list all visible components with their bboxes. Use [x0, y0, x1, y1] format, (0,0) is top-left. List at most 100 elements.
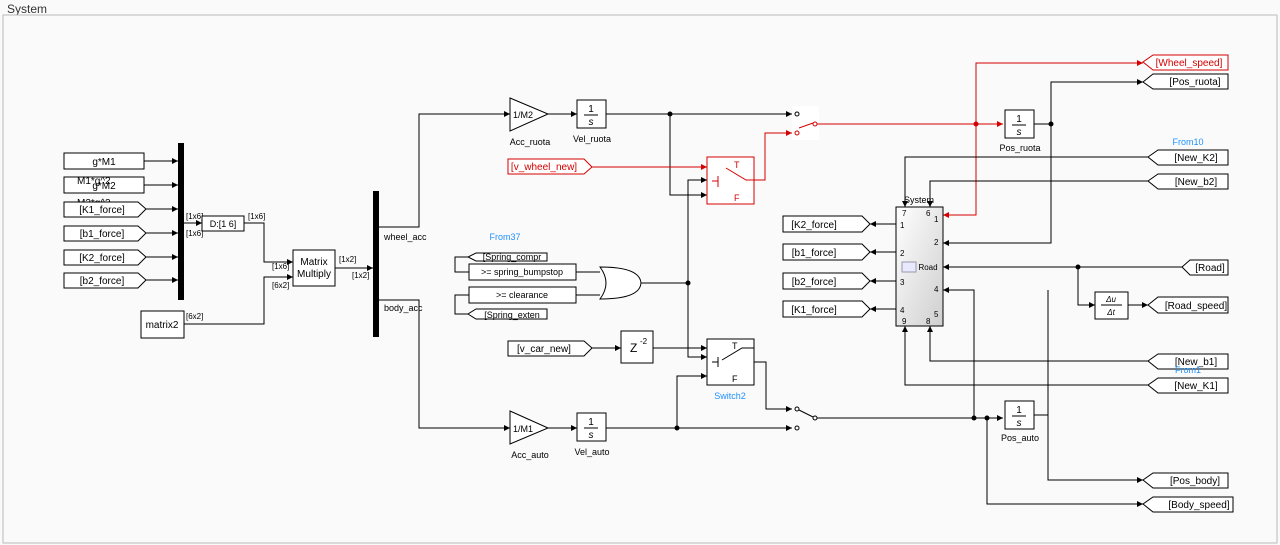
input-k1-force[interactable]: [K1_force] [63, 201, 147, 218]
svg-text:s: s [1017, 418, 1022, 429]
goto-wheel-speed[interactable]: [Wheel_speed] [1142, 54, 1229, 71]
acc-auto-label: Acc_auto [511, 450, 549, 460]
wire-switch2-out [754, 361, 792, 412]
pos-auto-integrator[interactable]: 1 s [1004, 400, 1035, 430]
window-title: System [7, 2, 48, 16]
svg-text:Δt: Δt [1106, 308, 1115, 317]
derivative-block[interactable]: Δu Δt [1094, 291, 1129, 320]
svg-text:[K2_force]: [K2_force] [79, 253, 125, 264]
vel-auto-label: Vel_auto [574, 447, 609, 457]
goto-b1-force[interactable]: [b1_force] [782, 243, 871, 261]
canvas-border [2, 14, 1278, 544]
svg-text:1: 1 [588, 104, 594, 115]
svg-text:1: 1 [588, 417, 594, 428]
from1-caption: From1 [1175, 365, 1201, 375]
input-b2-force[interactable]: [b2_force] [63, 272, 147, 289]
vel-ruota-integrator[interactable]: 1 s [576, 99, 607, 129]
svg-text:[Pos_body]: [Pos_body] [1170, 476, 1220, 487]
from-new-k2[interactable]: [New_K2] [1147, 149, 1229, 166]
wire-body-acc [379, 299, 510, 431]
from10-caption: From10 [1172, 137, 1203, 147]
acc-auto-gain[interactable]: 1/M1 [509, 410, 550, 445]
svg-text:[b2_force]: [b2_force] [80, 276, 125, 287]
input-g-m2[interactable]: g*M2 [63, 176, 145, 194]
left-inputs: g*M1 g*M2 M1*g^2 M2*g^2 [K1_force] [b1_f… [63, 152, 147, 289]
v-car-new-from[interactable]: [v_car_new] [507, 340, 593, 357]
manual-switch-wheel[interactable] [792, 106, 819, 140]
acc-ruota-gain[interactable]: 1/M2 [509, 97, 550, 132]
svg-text:[Body_speed]: [Body_speed] [1168, 500, 1229, 511]
svg-text:F: F [734, 193, 740, 203]
svg-text:[b1_force]: [b1_force] [80, 229, 125, 240]
system-subsystem[interactable]: System Road 1 2 3 4 1 2 4 5 7 6 9 8 [895, 195, 944, 327]
svg-text:-2: -2 [640, 337, 648, 346]
from-new-b2[interactable]: [New_b2] [1147, 173, 1229, 190]
delay-block[interactable]: Z -2 [620, 330, 654, 364]
svg-text:matrix2: matrix2 [146, 320, 179, 331]
svg-text:Multiply: Multiply [297, 269, 331, 280]
spring-exten-from[interactable]: [Spring_exten [467, 308, 548, 320]
matrix-multiply-block[interactable]: Matrix Multiply [292, 249, 336, 287]
wire-switch-red-out [754, 130, 792, 181]
svg-text:6: 6 [926, 209, 931, 218]
input-b1-force[interactable]: [b1_force] [63, 225, 147, 242]
from-road[interactable]: [Road] [1181, 259, 1229, 276]
manual-switch-body[interactable] [794, 406, 818, 431]
v-wheel-new-from[interactable]: [v_wheel_new] [507, 158, 593, 175]
goto-k2-force[interactable]: [K2_force] [782, 215, 871, 233]
svg-text:[New_b1]: [New_b1] [1175, 357, 1217, 368]
goto-road-speed[interactable]: [Road_speed] [1147, 296, 1229, 314]
pos-ruota-integrator[interactable]: 1 s [1004, 109, 1035, 139]
reshape-out-label: [1x6] [248, 212, 265, 221]
mm-in1-label: [1x6] [272, 262, 289, 271]
svg-text:[K2_force]: [K2_force] [791, 220, 837, 231]
demux[interactable] [373, 191, 379, 337]
input-k2-force[interactable]: [K2_force] [63, 249, 147, 266]
svg-text:9: 9 [902, 317, 907, 326]
demux-wheel-label: wheel_acc [383, 232, 427, 242]
logic-wires [454, 177, 707, 360]
mux1-label-top: [1x6] [186, 212, 203, 221]
or-gate[interactable] [599, 266, 642, 300]
reshape-block[interactable]: D:[1 6] [201, 215, 245, 232]
from37-caption: From37 [489, 232, 520, 242]
subsystem-road-label: Road [918, 263, 937, 272]
vel-auto-wires [606, 373, 792, 431]
svg-text:4: 4 [900, 306, 905, 315]
svg-text:5: 5 [934, 310, 939, 319]
mux-1[interactable] [178, 143, 184, 300]
mm-out-label: [1x2] [339, 255, 356, 264]
svg-text:s: s [589, 117, 594, 128]
compare-bumpstop[interactable]: >= spring_bumpstop [468, 263, 577, 281]
goto-b2-force[interactable]: [b2_force] [782, 272, 871, 290]
svg-text:[Road_speed]: [Road_speed] [1165, 301, 1227, 312]
wire-matrix2-mm [184, 274, 293, 325]
svg-text:[Wheel_speed]: [Wheel_speed] [1156, 58, 1223, 69]
goto-pos-ruota[interactable]: [Pos_ruota] [1142, 73, 1229, 90]
goto-k1-force[interactable]: [K1_force] [782, 300, 871, 318]
svg-text:4: 4 [934, 285, 939, 294]
goto-pos-body[interactable]: [Pos_body] [1142, 472, 1229, 489]
mm-in2-label: [6x2] [272, 281, 289, 290]
input-g-m1[interactable]: g*M1 [63, 152, 145, 170]
svg-text:F: F [732, 374, 738, 384]
from-new-k1[interactable]: [New_K1] [1147, 377, 1229, 394]
svg-text:8: 8 [926, 317, 931, 326]
goto-body-speed[interactable]: [Body_speed] [1142, 496, 1234, 513]
svg-text:[New_K2]: [New_K2] [1174, 153, 1218, 164]
switch2[interactable]: T F [706, 338, 755, 386]
wheel-switch[interactable]: T F [706, 156, 755, 205]
wheel-speed-wires [817, 60, 1143, 218]
svg-text:[v_car_new]: [v_car_new] [517, 344, 571, 355]
vel-auto-integrator[interactable]: 1 s [576, 412, 607, 442]
matrix2-block[interactable]: matrix2 [140, 310, 185, 339]
svg-text:2: 2 [900, 249, 905, 258]
compare-clearance[interactable]: >= clearance [468, 286, 577, 304]
svg-text:[Road]: [Road] [1195, 263, 1225, 274]
svg-text:Δu: Δu [1105, 295, 1116, 304]
spring-compr-from[interactable]: [Spring_compr [466, 252, 548, 262]
from-new-b1[interactable]: [New_b1] [1147, 353, 1229, 370]
svg-text:[K1_force]: [K1_force] [79, 205, 125, 216]
svg-text:s: s [1017, 127, 1022, 138]
